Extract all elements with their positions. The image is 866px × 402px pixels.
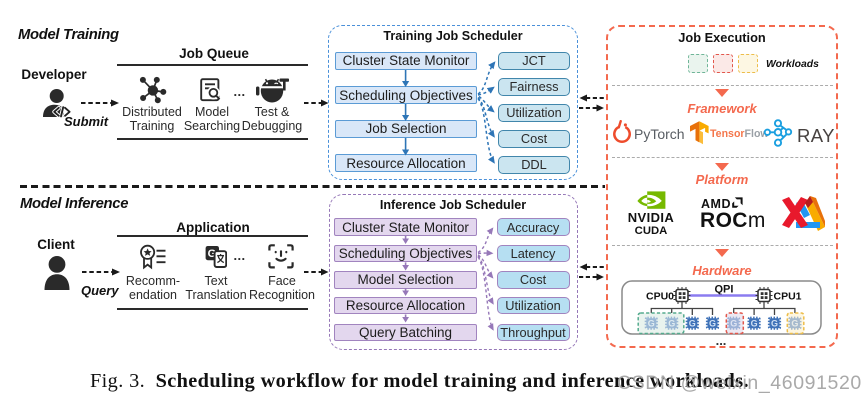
svg-text:G: G: [208, 248, 217, 260]
svg-text:CPU1: CPU1: [774, 291, 802, 303]
svg-text:G: G: [730, 318, 737, 328]
svg-text:G: G: [791, 318, 798, 328]
svg-text:G: G: [771, 318, 778, 328]
svg-text:CPU0: CPU0: [646, 291, 674, 303]
svg-text:...: ...: [716, 333, 727, 348]
svg-text:G: G: [709, 318, 716, 328]
svg-text:G: G: [689, 318, 696, 328]
svg-text:G: G: [668, 318, 675, 328]
svg-text:QPI: QPI: [715, 284, 734, 296]
svg-text:G: G: [648, 318, 655, 328]
svg-text:G: G: [751, 318, 758, 328]
